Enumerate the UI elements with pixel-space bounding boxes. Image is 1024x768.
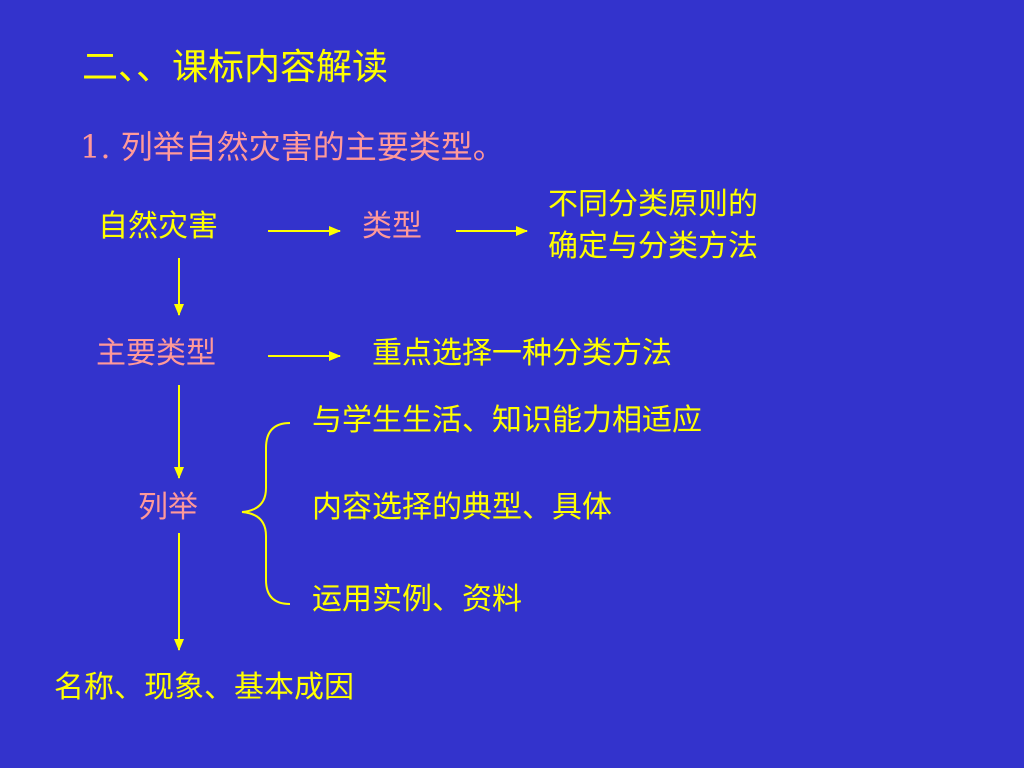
page-title: 二、、课标内容解读 [82,47,389,88]
node-select-method: 重点选择一种分类方法 [372,336,672,371]
section-subtitle: 1. 列举自然灾害的主要类型。 [80,128,505,166]
node-enumerate: 列举 [138,490,198,525]
node-result: 名称、现象、基本成因 [54,670,354,705]
node-type: 类型 [362,209,422,244]
node-natural-disaster: 自然灾害 [98,209,218,244]
node-classification-line2: 确定与分类方法 [548,229,758,264]
node-main-types: 主要类型 [96,336,216,371]
point-student-fit: 与学生生活、知识能力相适应 [312,403,702,438]
point-typical-content: 内容选择的典型、具体 [312,490,612,525]
point-examples: 运用实例、资料 [312,582,522,617]
curly-brace [241,422,291,605]
node-classification-line1: 不同分类原则的 [548,187,758,222]
